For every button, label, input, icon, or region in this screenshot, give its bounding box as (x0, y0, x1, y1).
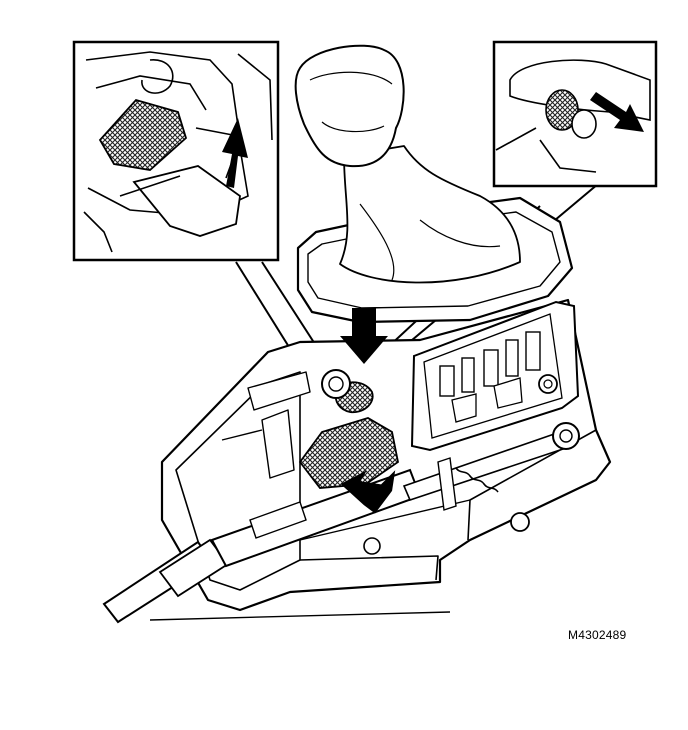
press-in-arrow (340, 470, 396, 514)
detail-inset-top-right (492, 40, 658, 188)
shift-cable-rod (102, 422, 580, 624)
detail-inset-top-left (72, 40, 280, 262)
figure-reference-code: M4302489 (568, 628, 627, 642)
gear-lever-boot-assembly (294, 44, 574, 324)
selector-gate-frame (410, 300, 580, 452)
press-down-arrow (340, 308, 388, 364)
locking-clip-highlight (298, 369, 399, 489)
floor-line (149, 611, 451, 621)
